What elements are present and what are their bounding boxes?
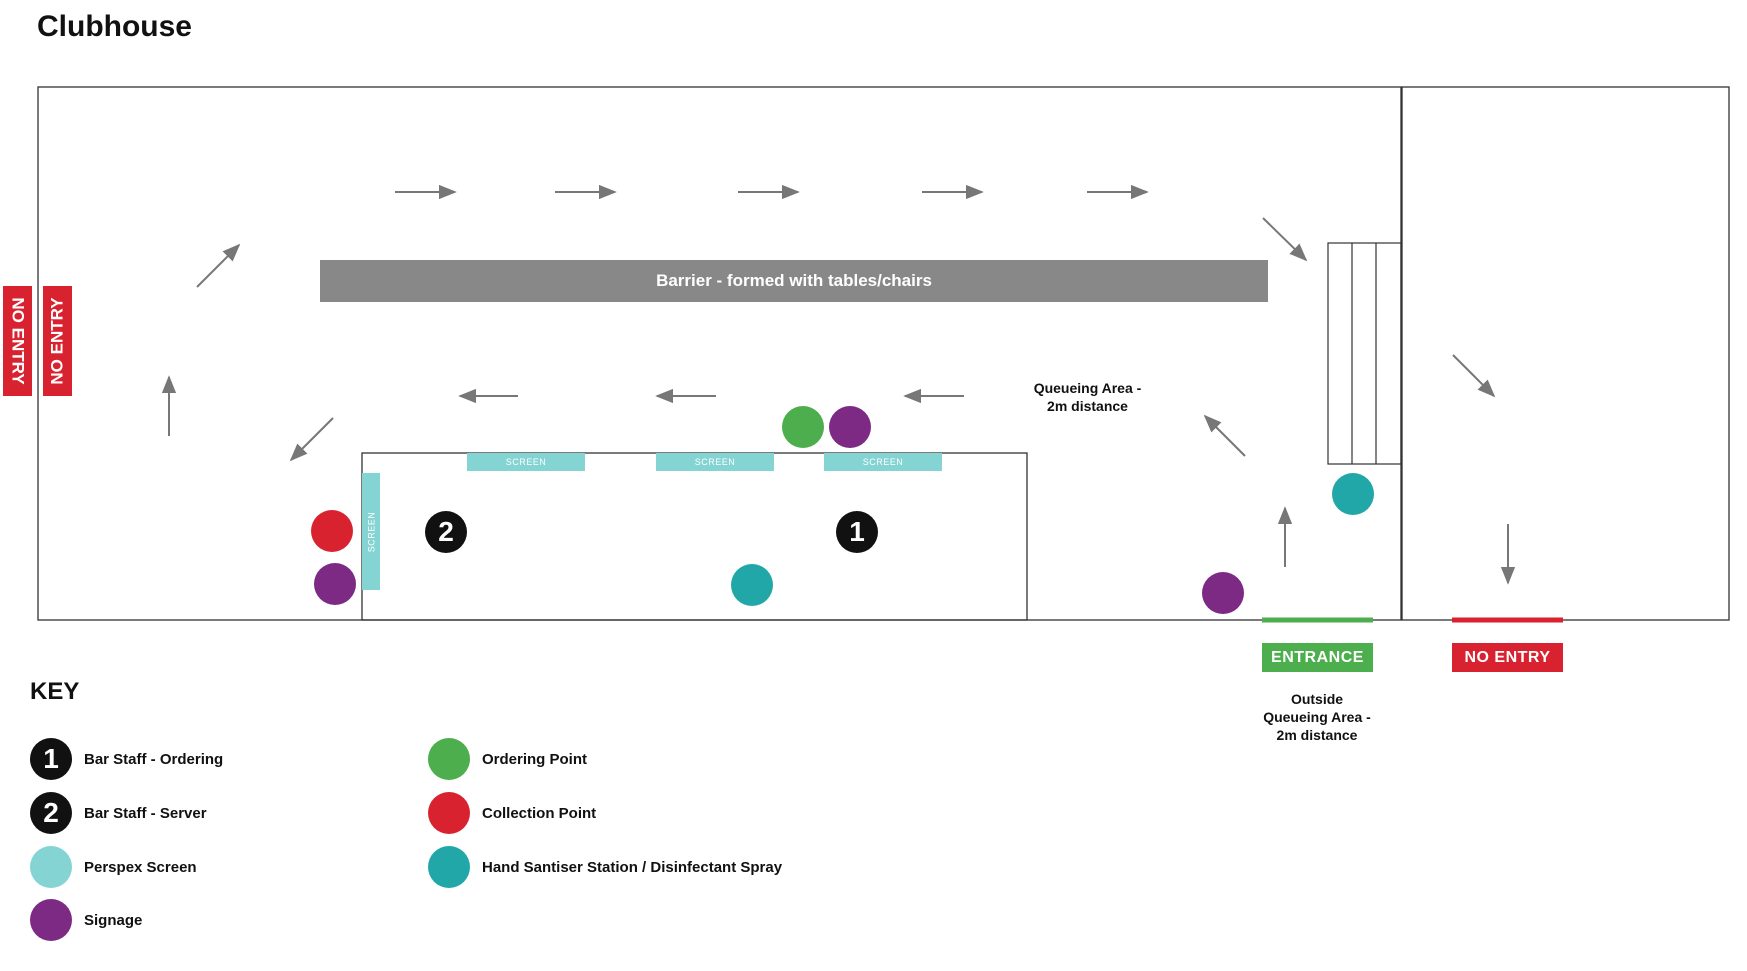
collection-point-icon <box>428 792 470 834</box>
staff-ordering-marker: 1 <box>836 511 878 553</box>
staff-1-icon: 1 <box>30 738 72 780</box>
key-label: Perspex Screen <box>84 858 197 876</box>
staff-server-marker: 2 <box>425 511 467 553</box>
key-label: Bar Staff - Ordering <box>84 750 224 768</box>
key-item: Collection Point <box>428 792 596 834</box>
key-title: KEY <box>30 678 80 705</box>
perspex-screen: SCREEN <box>656 453 774 471</box>
flow-arrow <box>1452 354 1496 398</box>
flow-arrow <box>196 243 241 288</box>
key-item: 2 Bar Staff - Server <box>30 792 207 834</box>
key-item: Ordering Point <box>428 738 587 780</box>
hand-sanitiser-station <box>731 564 773 606</box>
no-entry-sign-vertical-left: NO ENTRY <box>3 286 32 396</box>
perspex-screen-vertical: SCREEN <box>362 473 380 590</box>
hand-sanitiser-icon <box>428 846 470 888</box>
entrance-sign: ENTRANCE <box>1262 643 1373 672</box>
barrier: Barrier - formed with tables/chairs <box>320 260 1268 302</box>
flow-arrows <box>161 184 1516 585</box>
key-label: Ordering Point <box>482 750 587 768</box>
key-item: 1 Bar Staff - Ordering <box>30 738 223 780</box>
perspex-screen: SCREEN <box>824 453 942 471</box>
signage <box>829 406 871 448</box>
signage <box>314 563 356 605</box>
staff-2-icon: 2 <box>30 792 72 834</box>
key-item: Hand Santiser Station / Disinfectant Spr… <box>428 846 782 888</box>
ordering-point-icon <box>428 738 470 780</box>
doorway-steps <box>1327 242 1402 465</box>
signage <box>1202 572 1244 614</box>
page-title: Clubhouse <box>37 10 192 43</box>
perspex-screen: SCREEN <box>467 453 585 471</box>
key-item: Perspex Screen <box>30 846 197 888</box>
queueing-area-label: Queueing Area - 2m distance <box>1033 380 1142 414</box>
no-entry-sign-vertical: NO ENTRY <box>43 286 72 396</box>
flow-arrow <box>1203 414 1246 457</box>
barrier-label: Barrier - formed with tables/chairs <box>656 271 932 290</box>
collection-point <box>311 510 353 552</box>
signage-icon <box>30 899 72 941</box>
key-label: Signage <box>84 911 143 929</box>
key-item: Signage <box>30 899 142 941</box>
key-label: Bar Staff - Server <box>84 804 207 822</box>
key-label: Hand Santiser Station / Disinfectant Spr… <box>482 858 783 876</box>
flow-arrow <box>1262 217 1308 262</box>
hand-sanitiser-station <box>1332 473 1374 515</box>
outside-queueing-label: Outside Queueing Area - 2m distance <box>1263 691 1371 743</box>
perspex-screen-icon <box>30 846 72 888</box>
no-entry-sign: NO ENTRY <box>1452 643 1563 672</box>
main-room-outline <box>37 86 1402 621</box>
key-label: Collection Point <box>482 804 597 822</box>
ordering-point <box>782 406 824 448</box>
side-room-outline <box>1401 86 1730 621</box>
flow-arrow <box>289 417 334 462</box>
